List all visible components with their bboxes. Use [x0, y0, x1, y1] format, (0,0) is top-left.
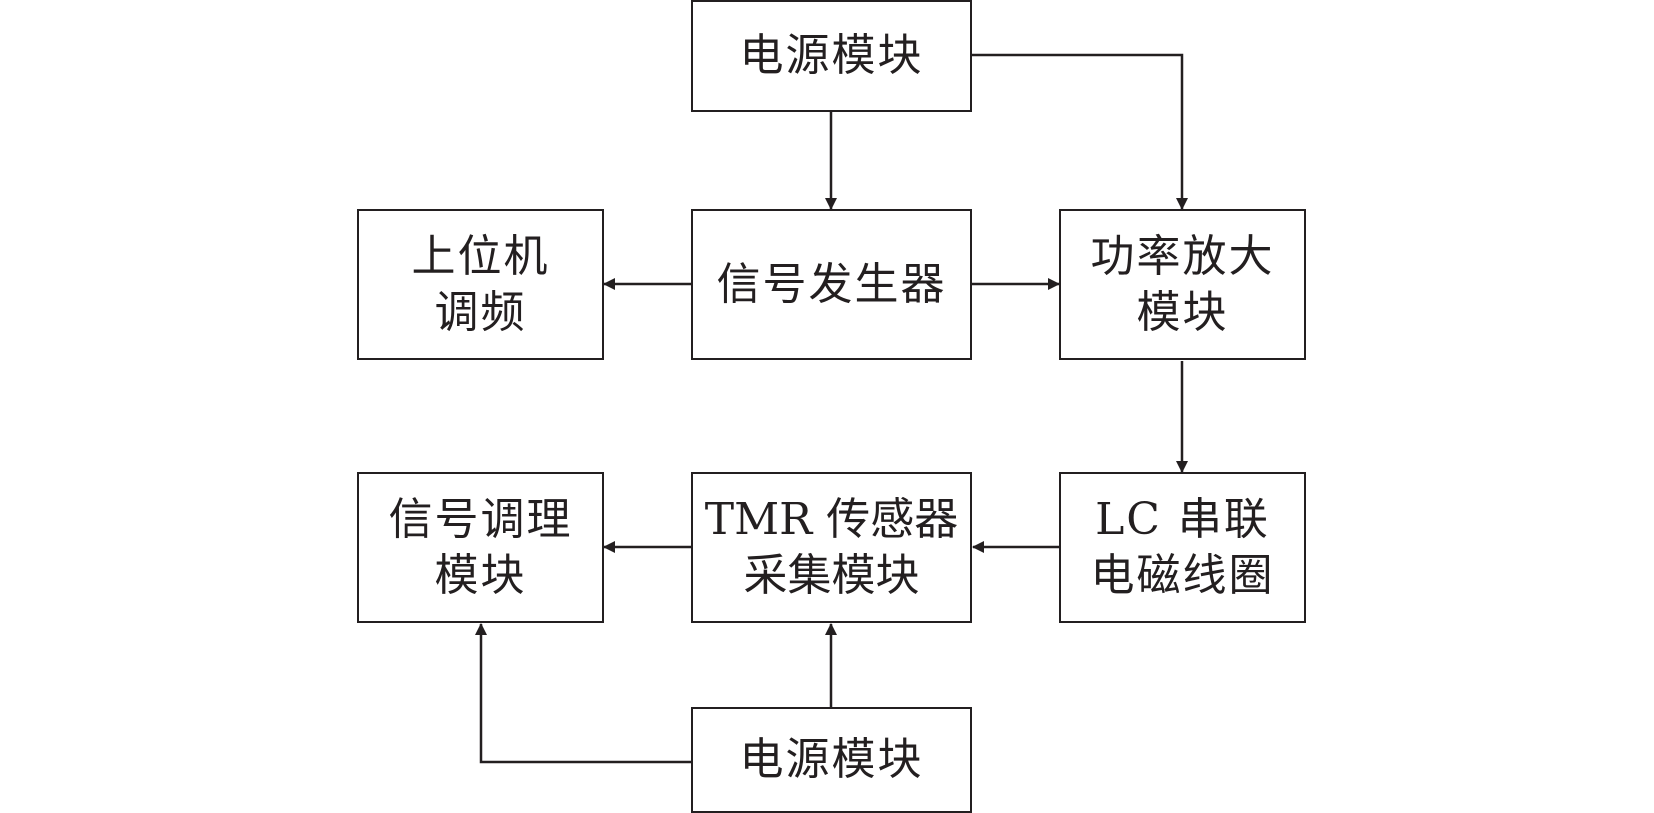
node-label-line: 模块	[1136, 286, 1229, 338]
node-label-line: 调频	[434, 286, 527, 338]
node-label-line: 上位机	[411, 230, 550, 282]
node-label-line: 电磁线圈	[1090, 549, 1275, 601]
node-tmr-sensor-module: TMR 传感器 采集模块	[691, 472, 972, 623]
node-label-line: 信号发生器	[716, 258, 947, 310]
node-label-line: 信号调理	[388, 493, 573, 545]
node-label-line: 电源模块	[739, 30, 924, 81]
node-label-line: 模块	[434, 549, 527, 601]
node-signal-conditioning-module: 信号调理 模块	[357, 472, 604, 623]
node-label-line: 电源模块	[739, 734, 924, 785]
node-signal-generator: 信号发生器	[691, 209, 972, 360]
node-host-frequency-tuning: 上位机 调频	[357, 209, 604, 360]
edge-power-bottom-to-signal-conditioning	[475, 623, 691, 764]
node-label-line: TMR 传感器	[704, 493, 959, 545]
node-label-line: 采集模块	[743, 549, 920, 601]
node-power-module-bottom: 电源模块	[691, 707, 972, 813]
edge-power-top-to-power-amp	[971, 53, 1188, 210]
node-lc-series-coil: LC 串联 电磁线圈	[1059, 472, 1306, 623]
node-label-line: 功率放大	[1090, 230, 1275, 282]
node-power-amplifier-module: 功率放大 模块	[1059, 209, 1306, 360]
node-label-line: LC 串联	[1095, 493, 1270, 545]
node-power-module-top: 电源模块	[691, 0, 972, 112]
